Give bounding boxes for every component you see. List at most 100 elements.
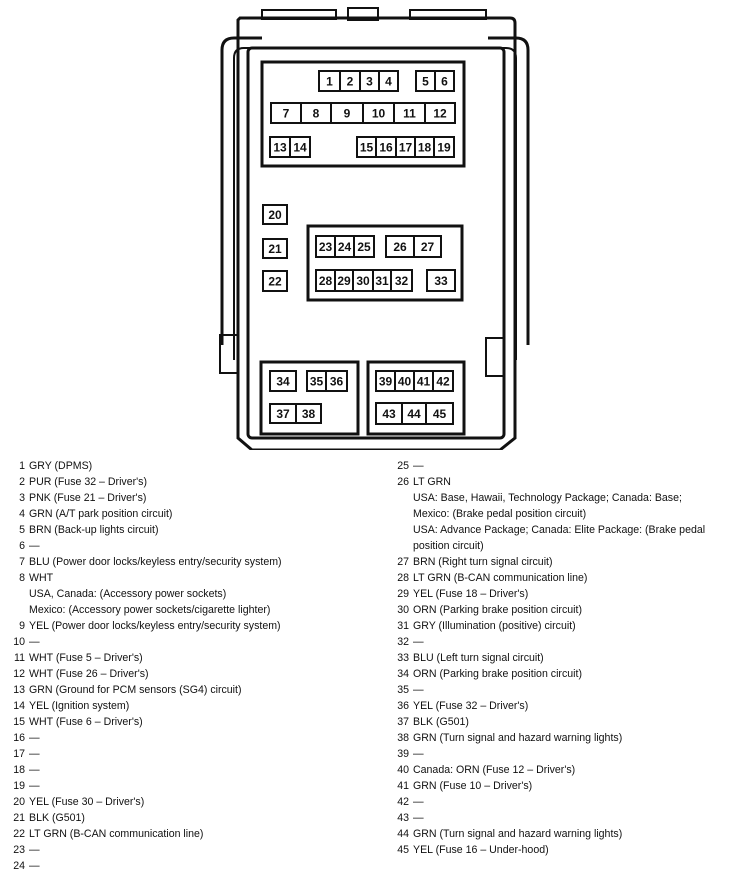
legend-wire-description: GRN (Fuse 10 – Driver's) <box>413 780 533 792</box>
legend-pin-number: 23 <box>13 844 25 856</box>
pin-cavity-box <box>262 270 288 292</box>
legend-pin-number: 28 <box>397 572 409 584</box>
pin-number-label: 26 <box>393 240 407 254</box>
legend-wire-description: WHT (Fuse 5 – Driver's) <box>29 652 143 664</box>
legend-pin-number: 14 <box>13 700 25 712</box>
legend-entry-pin-32: 32— <box>392 634 752 650</box>
pin-number-label: 21 <box>268 242 282 256</box>
legend-pin-number: 35 <box>397 684 409 696</box>
pin-number-label: 44 <box>407 407 421 421</box>
pin-number-label: 36 <box>330 375 344 389</box>
legend-wire-description: BRN (Back-up lights circuit) <box>29 524 159 536</box>
pin-cavity-12: 12 <box>424 102 456 124</box>
legend-pin-number: 5 <box>19 524 25 536</box>
pin-cavity-17: 17 <box>395 136 416 158</box>
pin-cavity-6: 6 <box>434 70 455 92</box>
pin-cavity-11: 11 <box>393 102 426 124</box>
legend-pin-number: 1 <box>19 460 25 472</box>
legend-wire-description: GRN (Turn signal and hazard warning ligh… <box>413 732 623 744</box>
pin-cavity-26: 26 <box>385 235 415 258</box>
legend-entry-pin-5: 5 BRN (Back-up lights circuit) <box>8 522 378 538</box>
legend-pin-number: 6 <box>19 540 25 552</box>
pin-number-label: 5 <box>422 75 429 89</box>
legend-wire-description: PUR (Fuse 32 – Driver's) <box>29 476 147 488</box>
pin-cavity-28: 28 <box>315 269 336 292</box>
legend-wire-detail: Mexico: (Brake pedal position circuit) <box>413 508 587 520</box>
pin-cavity-21: 21 <box>262 238 288 259</box>
legend-wire-description: WHT <box>29 572 54 584</box>
pin-cavity-box <box>426 269 456 292</box>
legend-wire-description: GRY (DPMS) <box>29 460 93 472</box>
pin-number-label: 41 <box>417 375 431 389</box>
pin-number-label: 35 <box>310 375 324 389</box>
pin-cavity-24: 24 <box>334 235 355 258</box>
legend-entry-pin-22: 22 LT GRN (B-CAN communication line) <box>8 826 378 842</box>
pin-number-label: 19 <box>437 141 451 155</box>
pin-number-label: 16 <box>379 141 393 155</box>
pin-cavity-25: 25 <box>353 235 375 258</box>
pin-cavity-box <box>325 370 348 392</box>
legend-wire-description: — <box>413 460 424 472</box>
pin-cavity-1: 1 <box>318 70 341 92</box>
legend-pin-number: 7 <box>19 556 25 568</box>
pin-cavity-3: 3 <box>359 70 380 92</box>
pin-cavity-30: 30 <box>352 269 374 292</box>
pin-number-label: 4 <box>385 75 392 89</box>
pin-cavity-box <box>378 70 399 92</box>
legend-wire-detail: USA, Canada: (Accessory power sockets) <box>29 588 227 600</box>
legend-wire-description: YEL (Fuse 32 – Driver's) <box>413 700 529 712</box>
legend-pin-number: 26 <box>397 476 409 488</box>
pin-number-label: 28 <box>319 274 333 288</box>
legend-pin-number: 40 <box>397 764 409 776</box>
legend-wire-detail: USA: Base, Hawaii, Technology Package; C… <box>413 492 682 504</box>
pin-number-label: 6 <box>441 75 448 89</box>
latch-left <box>219 334 239 374</box>
legend-pin-number: 41 <box>397 780 409 792</box>
pin-cavity-31: 31 <box>372 269 392 292</box>
legend-wire-description: YEL (Fuse 18 – Driver's) <box>413 588 529 600</box>
pin-number-label: 20 <box>268 208 282 222</box>
pin-number-label: 12 <box>433 107 447 121</box>
legend-wire-description: — <box>29 844 40 856</box>
legend-wire-description: YEL (Ignition system) <box>29 700 130 712</box>
pin-cavity-box <box>424 102 456 124</box>
legend-wire-description: — <box>413 812 424 824</box>
top-tab-center <box>347 7 379 21</box>
legend-pin-number: 25 <box>397 460 409 472</box>
pin-number-label: 45 <box>433 407 447 421</box>
pin-number-label: 31 <box>375 274 389 288</box>
legend-wire-description: LT GRN (B-CAN communication line) <box>29 828 204 840</box>
legend-wire-description: BLU (Power door locks/keyless entry/secu… <box>29 556 282 568</box>
pin-cavity-5: 5 <box>415 70 436 92</box>
legend-pin-number: 36 <box>397 700 409 712</box>
pin-cavity-box <box>433 136 455 158</box>
legend-wire-description: YEL (Power door locks/keyless entry/secu… <box>29 620 281 632</box>
pin-cavity-9: 9 <box>330 102 364 124</box>
legend-entry-pin-17: 17— <box>8 746 378 762</box>
pin-cavity-43: 43 <box>375 402 403 425</box>
pin-number-label: 25 <box>357 240 371 254</box>
legend-pin-number: 34 <box>397 668 409 680</box>
legend-pin-number: 43 <box>397 812 409 824</box>
pin-number-label: 11 <box>403 107 416 121</box>
legend-pin-number: 12 <box>13 668 25 680</box>
pin-cavity-38: 38 <box>295 403 322 424</box>
legend-pin-number: 3 <box>19 492 25 504</box>
legend-entry-pin-23: 23 — <box>8 842 378 858</box>
pin-number-label: 13 <box>273 141 287 155</box>
legend-pin-number: 19 <box>13 780 25 792</box>
pin-number-label: 10 <box>372 107 386 121</box>
legend-wire-description: GRY (Illumination (positive) circuit) <box>413 620 576 632</box>
legend-pin-number: 22 <box>13 828 25 840</box>
pin-cavity-box <box>269 370 297 392</box>
pin-number-label: 39 <box>379 375 393 389</box>
